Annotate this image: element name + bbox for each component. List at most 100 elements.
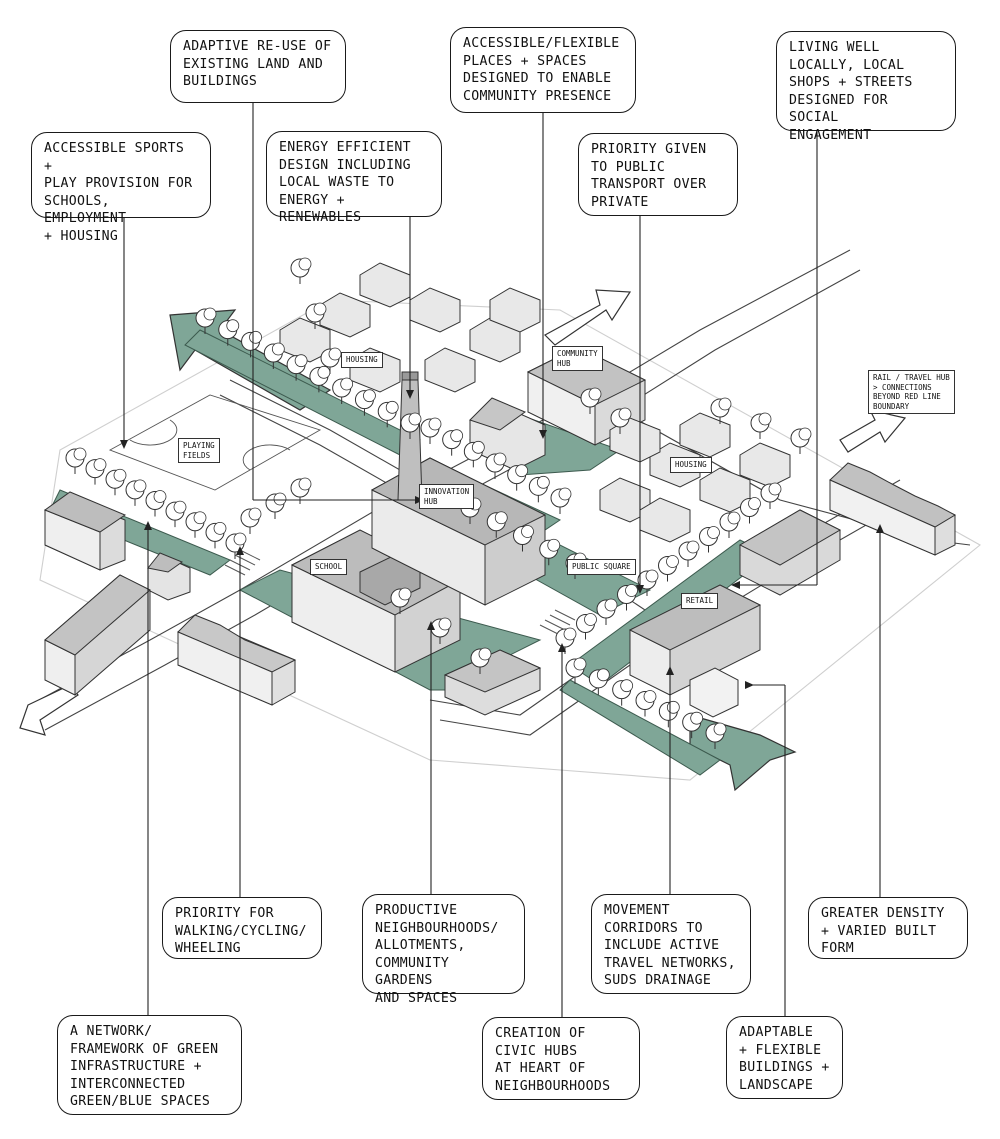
tree	[750, 412, 772, 439]
tree	[205, 521, 227, 549]
tree	[85, 458, 107, 485]
shed-west	[44, 574, 151, 696]
callout-energy-efficient: ENERGY EFFICIENT DESIGN INCLUDING LOCAL …	[266, 131, 442, 225]
tree	[218, 319, 240, 346]
callout-public-transport: PRIORITY GIVEN TO PUBLIC TRANSPORT OVER …	[578, 133, 738, 216]
label-community-hub: COMMUNITY HUB	[552, 346, 603, 371]
callout-productive-neighbourhoods: PRODUCTIVE NEIGHBOURHOODS/ ALLOTMENTS, C…	[362, 894, 525, 1006]
tree	[760, 482, 782, 509]
tree	[705, 722, 727, 749]
tree	[377, 400, 399, 428]
buildings	[43, 262, 957, 718]
tree	[195, 307, 217, 334]
label-innovation-hub: INNOVATION HUB	[419, 484, 475, 509]
label-public-square: PUBLIC SQUARE	[567, 559, 636, 575]
tree	[740, 497, 761, 524]
callout-walking-cycling: PRIORITY FOR WALKING/CYCLING/ WHEELING	[162, 897, 322, 959]
crossings	[224, 549, 576, 636]
white-arrow-east	[839, 409, 907, 453]
tree	[678, 540, 700, 567]
tree	[610, 407, 632, 434]
terrace-west	[43, 491, 127, 571]
playing-field-markings	[108, 394, 322, 491]
tree	[658, 555, 679, 582]
tree	[576, 613, 597, 640]
tree	[125, 479, 147, 506]
tree	[430, 617, 452, 644]
tree	[290, 257, 312, 284]
white-arrow-northeast	[544, 289, 632, 346]
tree	[719, 511, 741, 538]
tree	[145, 490, 167, 517]
kiosk-retail	[689, 667, 739, 718]
callout-adaptable-buildings: ADAPTABLE + FLEXIBLE BUILDINGS + LANDSCA…	[726, 1016, 843, 1099]
tree	[442, 429, 464, 456]
tree	[528, 475, 550, 503]
label-school: SCHOOL	[310, 559, 348, 575]
tree	[710, 397, 732, 424]
tree	[263, 342, 285, 369]
tree	[354, 389, 376, 416]
housing-north	[279, 262, 541, 393]
callout-adaptive-reuse: ADAPTIVE RE-USE OF EXISTING LAND AND BUI…	[170, 30, 346, 103]
tree	[596, 598, 618, 625]
callout-sports-provision: ACCESSIBLE SPORTS + PLAY PROVISION FOR S…	[31, 132, 211, 244]
callout-living-well: LIVING WELL LOCALLY, LOCAL SHOPS + STREE…	[776, 31, 956, 143]
tree	[612, 679, 634, 706]
label-playing-fields: PLAYING FIELDS	[178, 438, 220, 463]
tree	[225, 532, 247, 559]
terrace-east	[829, 462, 957, 556]
tree	[105, 468, 127, 496]
label-housing-east: HOUSING	[670, 457, 712, 473]
tree	[699, 526, 720, 553]
terrace-southwest	[177, 614, 297, 706]
tree	[463, 440, 485, 468]
tree	[240, 507, 262, 534]
tree	[320, 347, 342, 374]
tree	[65, 447, 87, 474]
tree	[486, 511, 508, 538]
tree	[565, 657, 587, 684]
label-rail-travel-hub: RAIL / TRAVEL HUB > CONNECTIONS BEYOND R…	[868, 370, 955, 414]
tree	[241, 330, 262, 358]
leader-lines	[123, 103, 881, 1017]
tree	[332, 377, 354, 404]
callout-movement-corridors: MOVEMENT CORRIDORS TO INCLUDE ACTIVE TRA…	[591, 894, 751, 994]
tree	[165, 500, 187, 528]
tree	[390, 587, 412, 614]
east-long-building	[738, 509, 842, 596]
callout-green-network: A NETWORK/ FRAMEWORK OF GREEN INFRASTRUC…	[57, 1015, 242, 1115]
tree	[790, 427, 812, 454]
tree	[617, 584, 638, 611]
callout-greater-density: GREATER DENSITY + VARIED BUILT FORM	[808, 897, 968, 959]
callout-accessible-places: ACCESSIBLE/FLEXIBLE PLACES + SPACES DESI…	[450, 27, 636, 113]
tree	[400, 412, 422, 439]
tree	[588, 668, 610, 695]
tree	[290, 477, 312, 504]
tree	[637, 569, 659, 596]
tree	[513, 525, 534, 552]
tree	[470, 647, 492, 674]
label-housing-north: HOUSING	[341, 352, 383, 368]
house-west-small	[147, 552, 191, 601]
tree	[286, 354, 308, 381]
tree	[485, 452, 507, 479]
tree	[555, 627, 577, 654]
tree	[185, 511, 207, 538]
tree	[682, 711, 704, 739]
tree	[635, 690, 657, 717]
tree	[550, 487, 572, 514]
label-retail: RETAIL	[681, 593, 719, 609]
tree	[265, 492, 287, 519]
retail-building	[628, 584, 762, 696]
tree	[305, 302, 327, 329]
tree	[507, 464, 529, 491]
housing-east	[599, 412, 791, 543]
tree-canopy	[65, 257, 812, 749]
tree	[309, 365, 331, 393]
tree	[580, 387, 602, 414]
callout-civic-hubs: CREATION OF CIVIC HUBS AT HEART OF NEIGH…	[482, 1017, 640, 1100]
tree	[539, 538, 561, 566]
